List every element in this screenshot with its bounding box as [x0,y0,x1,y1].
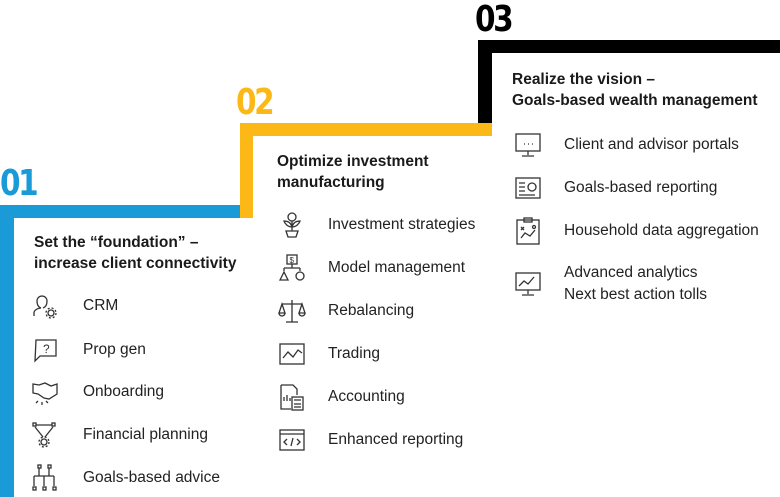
item-label: CRM [83,297,119,314]
svg-text:$: $ [290,256,295,265]
list-item-financial-planning: Financial planning [31,421,208,449]
item-label: Onboarding [83,383,165,400]
monitor-icon [515,133,541,157]
step3-title: Realize the vision –Goals-based wealth m… [512,71,758,109]
item-label: Household data aggregation [564,222,759,239]
svg-text:?: ? [43,342,50,356]
list-item-rebalancing: Rebalancing [278,297,414,325]
trading-chart-icon [279,343,305,365]
step2-number: 02 [236,82,275,123]
user-gear-icon [33,295,57,319]
item-label-secondary: Next best action tolls [564,286,708,303]
calculator-doc-icon [280,384,304,411]
list-item-household-data-aggregation: Household data aggregation [514,217,759,245]
item-label: Financial planning [83,426,208,443]
item-label: Client and advisor portals [564,136,739,153]
list-item-goals-based-advice: Goals-based advice [31,464,220,492]
dashboard-icon [515,177,541,199]
clipboard-icon [516,217,540,245]
item-label: Prop gen [83,341,146,358]
money-plant-icon [283,212,301,238]
hierarchy-icon [32,464,57,491]
model-icon: $ [278,254,305,281]
list-item-investment-strategies: Investment strategies [278,211,475,239]
list-item-prop-gen: ? Prop gen [31,336,146,364]
item-label: Goals-based advice [83,469,220,486]
scale-icon [278,300,306,323]
handshake-icon [32,382,58,405]
step1-bar-side [0,205,14,497]
list-item-onboarding: Onboarding [31,378,164,406]
item-label: Goals-based reporting [564,179,718,196]
list-item-crm: CRM [31,292,118,320]
list-item-accounting: Accounting [278,383,405,411]
item-label: Rebalancing [328,302,415,319]
step1-number: 01 [0,163,39,204]
step3-bar-side [478,40,492,125]
list-item-goals-based-reporting: Goals-based reporting [514,174,717,202]
item-label: Accounting [328,388,405,405]
step1-bar-top [0,205,240,218]
step1-title: Set the “foundation” –increase client co… [34,234,237,272]
step2-bar-side [240,123,253,218]
step3-number: 03 [475,0,514,40]
gear-network-icon [32,422,56,448]
code-window-icon [279,429,305,451]
item-label: Model management [328,259,465,276]
list-item-advanced-analytics: Advanced analytics Next best action toll… [514,262,707,306]
list-item-model-management: $ Model management [278,254,465,282]
step2-bar-top [240,123,492,136]
list-item-client-advisor-portals: Client and advisor portals [514,131,739,159]
item-label: Enhanced reporting [328,431,464,448]
list-item-trading: Trading [278,340,380,368]
item-label: Investment strategies [328,216,476,233]
item-label: Advanced analytics [564,264,698,281]
list-item-enhanced-reporting: Enhanced reporting [278,426,463,454]
question-bubble-icon: ? [34,339,57,363]
item-label: Trading [328,345,380,362]
step3-bar-top [478,40,780,53]
analytics-monitor-icon [515,272,541,296]
